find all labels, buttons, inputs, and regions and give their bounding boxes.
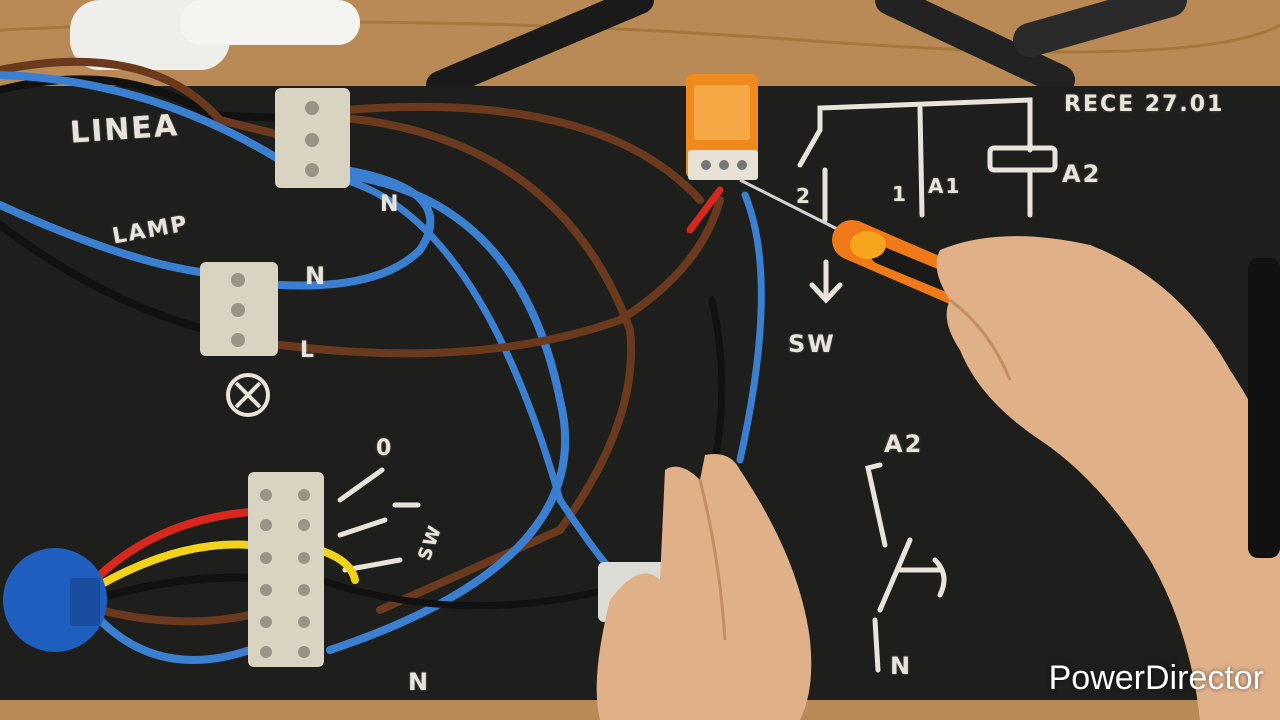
- label-a2-bottom: A2: [884, 430, 924, 458]
- label-pin-2: 2: [796, 184, 812, 208]
- wiring: [0, 57, 765, 664]
- label-n-bottom: N: [408, 668, 431, 696]
- terminal-block-linea: [275, 88, 350, 188]
- terminal-block-switch: [248, 472, 324, 667]
- terminal-block-lamp: [200, 262, 278, 356]
- right-hand: [936, 236, 1280, 720]
- label-zero: 0: [376, 436, 394, 461]
- phone-edge: [1248, 258, 1280, 558]
- relay-diagram: [797, 97, 1058, 673]
- chalk-circle-x: [226, 373, 270, 417]
- label-a2-top: A2: [1062, 160, 1102, 188]
- white-pipe: [70, 0, 360, 70]
- smart-relay-module: [3, 548, 107, 652]
- tool-handles: [426, 0, 1187, 99]
- label-pin-1: 1: [892, 182, 908, 206]
- powerdirector-watermark: PowerDirector: [1048, 659, 1264, 697]
- label-n-lamp: N: [305, 262, 328, 290]
- orange-relay: [686, 74, 758, 180]
- label-sw-right: SW: [788, 330, 836, 358]
- left-hand: [596, 454, 812, 720]
- label-n-right-bottom: N: [890, 652, 913, 680]
- label-l-lamp: L: [300, 338, 317, 363]
- label-a1: A1: [928, 174, 962, 198]
- label-relay-model: RECE 27.01: [1064, 92, 1225, 117]
- label-n-top: N: [380, 192, 401, 217]
